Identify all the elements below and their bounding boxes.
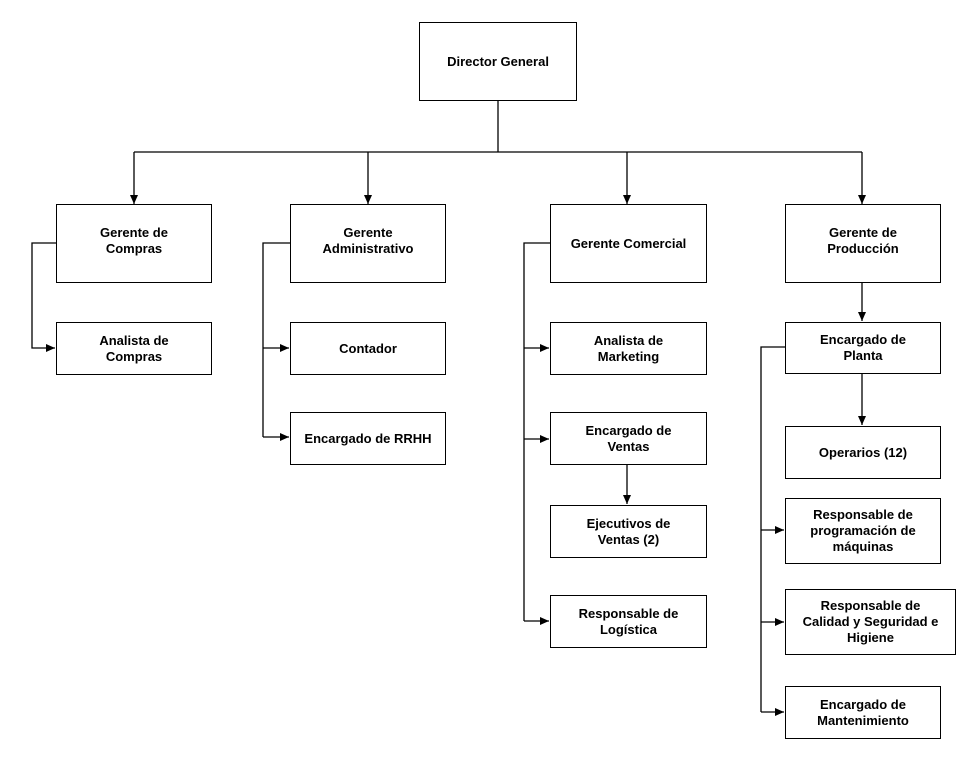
node-encargado-planta: Encargado de Planta [785, 322, 941, 374]
node-encargado-ventas: Encargado de Ventas [550, 412, 707, 465]
node-operarios: Operarios (12) [785, 426, 941, 479]
node-ejecutivos-ventas: Ejecutivos de Ventas (2) [550, 505, 707, 558]
node-responsable-logistica: Responsable de Logística [550, 595, 707, 648]
node-gerente-produccion: Gerente de Producción [785, 204, 941, 283]
node-gerente-administrativo: Gerente Administrativo [290, 204, 446, 283]
node-encargado-rrhh: Encargado de RRHH [290, 412, 446, 465]
node-director-general: Director General [419, 22, 577, 101]
node-responsable-programacion: Responsable de programación de máquinas [785, 498, 941, 564]
node-contador: Contador [290, 322, 446, 375]
node-encargado-mantenimiento: Encargado de Mantenimiento [785, 686, 941, 739]
connector-admin-spine [262, 242, 290, 437]
connector-comercial-spine [523, 242, 550, 621]
node-analista-compras: Analista de Compras [56, 322, 212, 375]
node-gerente-comercial: Gerente Comercial [550, 204, 707, 283]
node-responsable-calidad: Responsable de Calidad y Seguridad e Hig… [785, 589, 956, 655]
node-analista-marketing: Analista de Marketing [550, 322, 707, 375]
connector-to-analista-compras [31, 242, 56, 352]
node-gerente-compras: Gerente de Compras [56, 204, 212, 283]
connector-produccion-spine [760, 346, 785, 712]
